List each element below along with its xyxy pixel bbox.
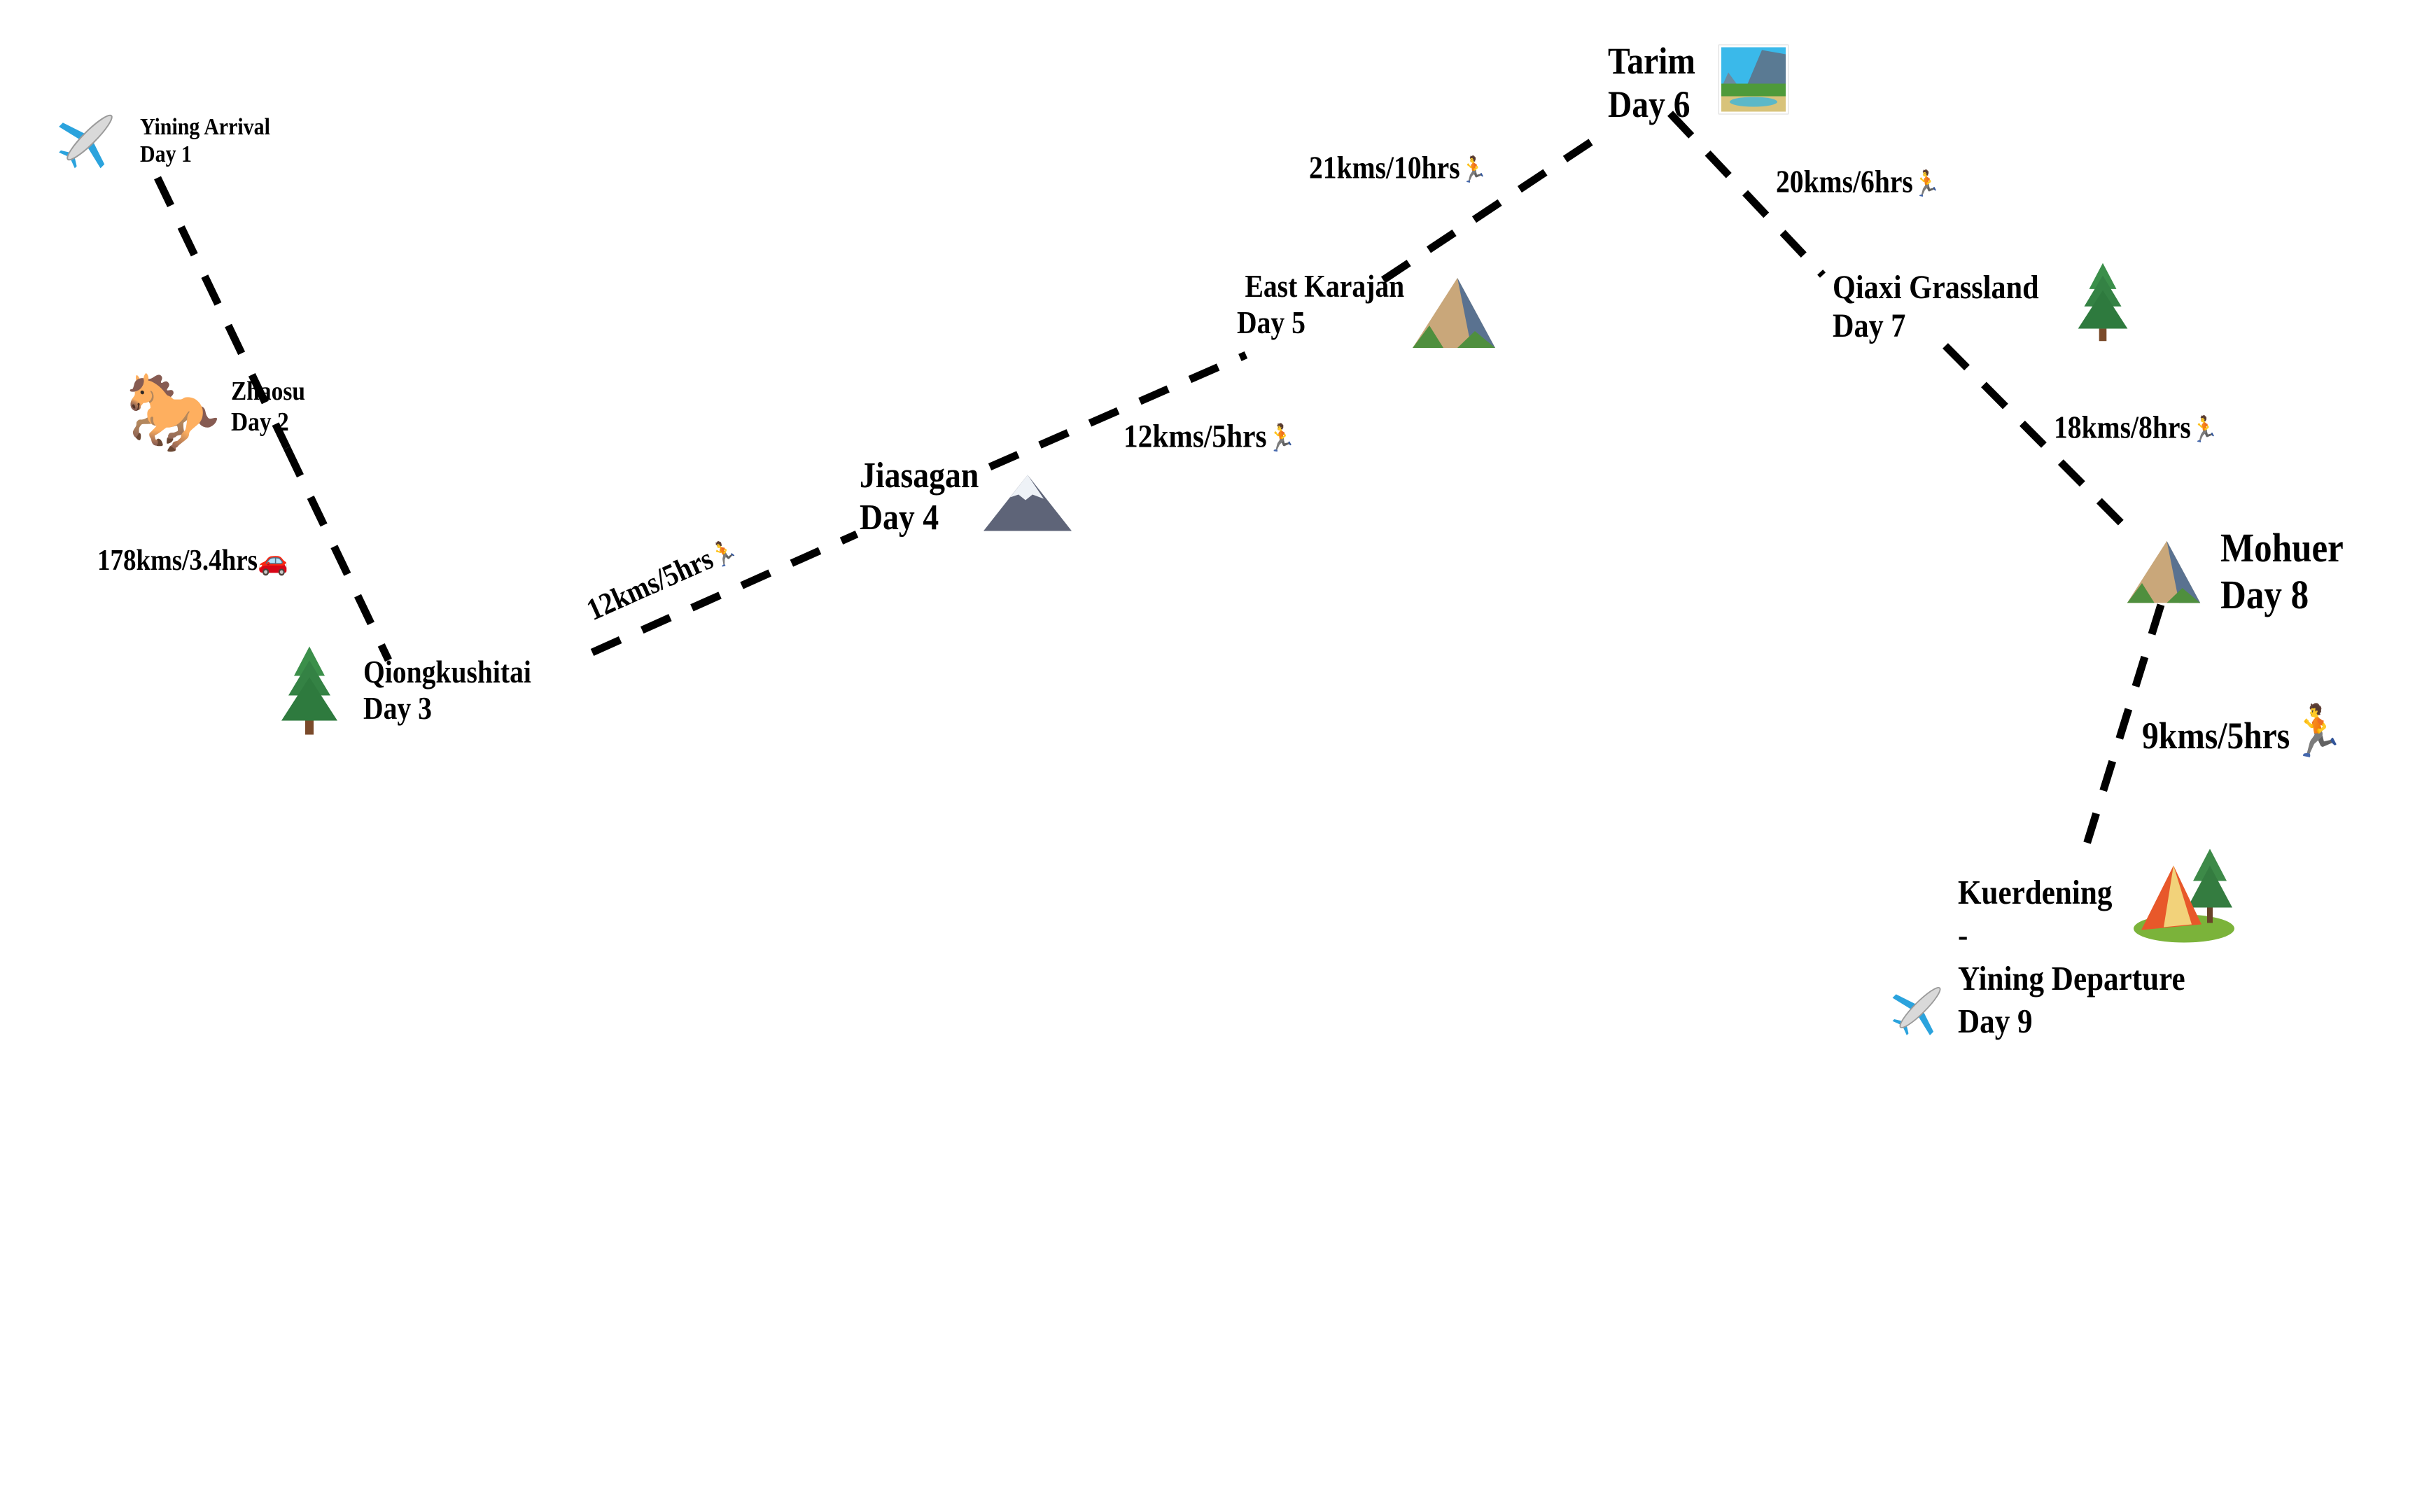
stop-name: Tarim: [1608, 40, 1695, 82]
route-segment-day7-day8: [1942, 343, 2140, 542]
leg-text: 9kms/5hrs: [2142, 715, 2290, 757]
leg-label-day2-day3: 178kms/3.4hrs🚗: [97, 546, 288, 575]
runner-icon: 🏃: [2290, 701, 2346, 760]
stop-day: Day 6: [1608, 83, 1690, 126]
stop-name: Mohuer: [2220, 525, 2344, 570]
stop-day: Day 8: [2220, 571, 2309, 617]
stop-day2: Zhaosu Day 2: [231, 377, 305, 438]
stop-day: Day 1: [140, 141, 192, 168]
snow-mountain-icon: [982, 472, 1073, 538]
runner-icon: 🏃: [2190, 415, 2219, 444]
leg-label-day5-day6: 21kms/10hrs🏃: [1309, 150, 1488, 186]
national-park-icon: [1718, 43, 1789, 117]
stop-name: Qiaxi Grassland: [1833, 269, 2039, 306]
leg-text: 20kms/6hrs: [1776, 164, 1913, 200]
stop-name: Kuerdening: [1958, 873, 2113, 911]
airplane-icon: [1889, 976, 1952, 1042]
runner-icon: 🏃: [1912, 169, 1941, 199]
evergreen-tree-icon: [274, 645, 344, 738]
route-segment-day2-day3: [284, 446, 392, 662]
leg-text: 178kms/3.4hrs: [97, 545, 258, 577]
route-segment-day8-day9: [2082, 603, 2165, 846]
leg-text: 12kms/5hrs: [1124, 418, 1267, 455]
mountain-icon: [2124, 539, 2204, 608]
runner-icon: 🏃: [1266, 422, 1296, 454]
route-segment-day3-day4: [590, 530, 859, 657]
stop-name-2: Yining Departure: [1958, 958, 2185, 997]
camping-icon: [2132, 846, 2236, 946]
stop-day1: Yining Arrival Day 1: [140, 113, 270, 168]
stop-name: Qiongkushitai: [363, 654, 531, 690]
stop-day: Day 9: [1958, 1001, 2033, 1040]
stop-separator: -: [1958, 916, 1968, 955]
mountain-icon: [1408, 276, 1499, 352]
stop-day6: Tarim Day 6: [1608, 39, 1695, 126]
leg-label-day4-day5: 12kms/5hrs🏃: [1124, 418, 1296, 455]
stop-name: Zhaosu: [231, 377, 305, 406]
runner-icon: 🏃: [1460, 155, 1488, 185]
leg-text: 21kms/10hrs: [1309, 150, 1460, 186]
airplane-icon: [55, 103, 125, 175]
evergreen-tree-icon: [2071, 262, 2134, 344]
stop-day9: Kuerdening - Yining Departure Day 9: [1958, 871, 2185, 1042]
stop-day3: Qiongkushitai Day 3: [363, 654, 531, 727]
stop-name: East Karajan: [1245, 269, 1405, 304]
car-icon: 🚗: [257, 545, 288, 577]
leg-label-day7-day8: 18kms/8hrs🏃: [2054, 412, 2218, 444]
stop-day4: Jiasagan Day 4: [860, 455, 979, 539]
stop-day: Day 7: [1833, 307, 1906, 345]
stop-day7: Qiaxi Grassland Day 7: [1833, 268, 2039, 345]
route-segment-day6-day7: [1667, 111, 1826, 278]
horse-icon: 🐎: [125, 367, 221, 456]
route-segment-day5-day6: [1380, 138, 1595, 284]
leg-label-day8-day9: 9kms/5hrs🏃: [2142, 706, 2345, 756]
stop-day: Day 5: [1237, 304, 1306, 340]
route-segment-day4-day5: [988, 351, 1248, 471]
stop-day8: Mohuer Day 8: [2220, 525, 2344, 618]
stop-day: Day 3: [363, 690, 432, 726]
leg-label-day6-day7: 20kms/6hrs🏃: [1776, 164, 1941, 200]
stop-day: Day 2: [231, 407, 289, 437]
stop-name: Yining Arrival: [140, 114, 270, 140]
leg-text: 18kms/8hrs: [2054, 410, 2191, 445]
stop-name: Jiasagan: [860, 456, 979, 496]
stop-day5: East Karajan Day 5: [1237, 269, 1404, 342]
stop-day: Day 4: [860, 497, 939, 538]
